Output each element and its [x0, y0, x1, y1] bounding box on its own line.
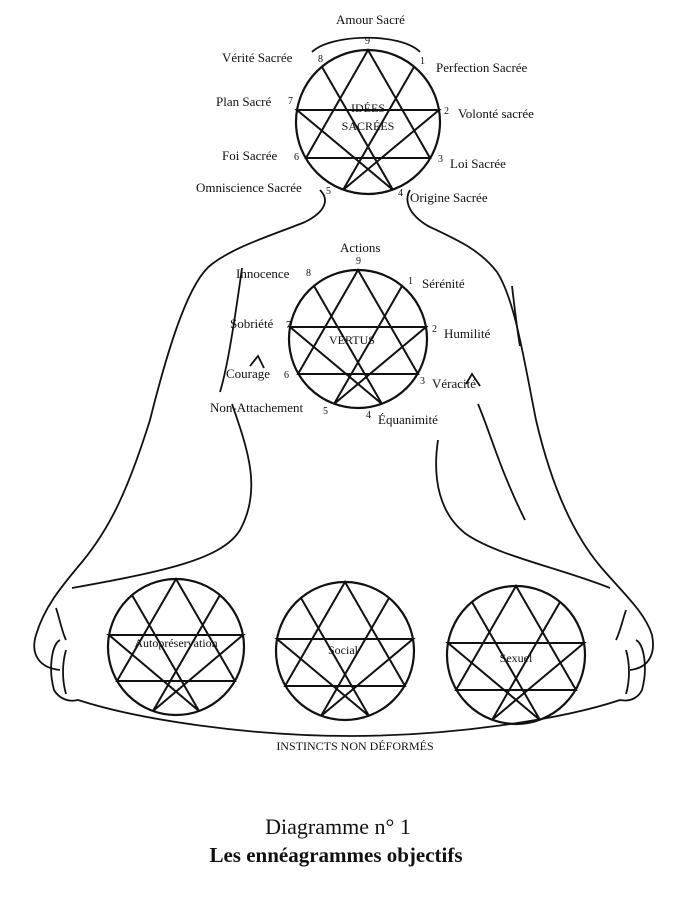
figure-subtitle: Les ennéagrammes objectifs: [209, 843, 462, 867]
head-num-2: 2: [444, 106, 449, 117]
instinct-label-middle: Social: [328, 643, 359, 657]
instinct-label-right: Sexuel: [500, 651, 533, 665]
chest-num-1: 1: [408, 276, 413, 287]
head-label-7: Plan Sacré: [216, 94, 271, 109]
instinct-hexad-right: [445, 601, 587, 721]
instinct-triangle-middle: [283, 579, 407, 687]
head-label-2: Volonté sacrée: [458, 106, 534, 121]
head-label-1: Perfection Sacrée: [436, 60, 528, 75]
crown-arc: [311, 36, 421, 53]
head-num-4: 4: [398, 188, 403, 199]
instinct-enneagram-right: [445, 583, 587, 726]
chest-num-6: 6: [284, 370, 289, 381]
head-num-1: 1: [420, 56, 425, 67]
chest-enneagram: [287, 267, 429, 410]
head-num-5: 5: [326, 186, 331, 197]
chest-num-3: 3: [420, 376, 425, 387]
head-num-9: 9: [365, 36, 370, 47]
chest-num-7: 7: [286, 320, 291, 331]
head-label-9: Amour Sacré: [336, 12, 405, 27]
instincts-caption: INSTINCTS NON DÉFORMÉS: [276, 739, 433, 753]
head-enneagram: [294, 36, 442, 196]
chest-num-2: 2: [432, 324, 437, 335]
head-num-7: 7: [288, 96, 293, 107]
chest-label-5: Non-Attachement: [210, 400, 304, 415]
chest-label-6: Courage: [226, 366, 270, 381]
instinct-hexad-left: [106, 594, 246, 712]
head-label-4: Origine Sacrée: [410, 190, 488, 205]
chest-label-8: Innocence: [236, 266, 290, 281]
instinct-label-left: Autopréservation: [134, 636, 217, 650]
head-label-6: Foi Sacrée: [222, 148, 277, 163]
chest-label-1: Sérénité: [422, 276, 465, 291]
chest-num-9: 9: [356, 256, 361, 267]
chest-label-2: Humilité: [444, 326, 490, 341]
head-label-8: Vérité Sacrée: [222, 50, 293, 65]
head-num-8: 8: [318, 54, 323, 65]
chest-hexad: [287, 285, 429, 405]
chest-label-7: Sobriété: [230, 316, 274, 331]
instinct-enneagram-left: [106, 577, 246, 717]
chest-label-4: Équanimité: [378, 412, 438, 427]
figure-title: Diagramme n° 1: [265, 814, 411, 839]
chest-triangle: [296, 267, 420, 375]
chest-center: VERTUS: [329, 333, 375, 347]
head-label-5: Omniscience Sacrée: [196, 180, 302, 195]
instinct-triangle-right: [454, 583, 578, 691]
instinct-triangle-left: [115, 577, 237, 682]
head-triangle: [304, 47, 432, 159]
chest-label-3: Véracité: [432, 376, 476, 391]
head-num-3: 3: [438, 154, 443, 165]
head-center-line2: SACRÉES: [342, 119, 395, 133]
body-outline: [33, 189, 654, 737]
head-hexad: [294, 66, 442, 191]
instinct-hexad-middle: [274, 597, 416, 717]
chest-num-8: 8: [306, 268, 311, 279]
head-label-3: Loi Sacrée: [450, 156, 506, 171]
head-center-line1: IDÉES: [351, 101, 385, 115]
instinct-enneagram-middle: [274, 579, 416, 722]
chest-num-5: 5: [323, 406, 328, 417]
chest-num-4: 4: [366, 410, 371, 421]
chest-label-9: Actions: [340, 240, 380, 255]
head-num-6: 6: [294, 152, 299, 163]
